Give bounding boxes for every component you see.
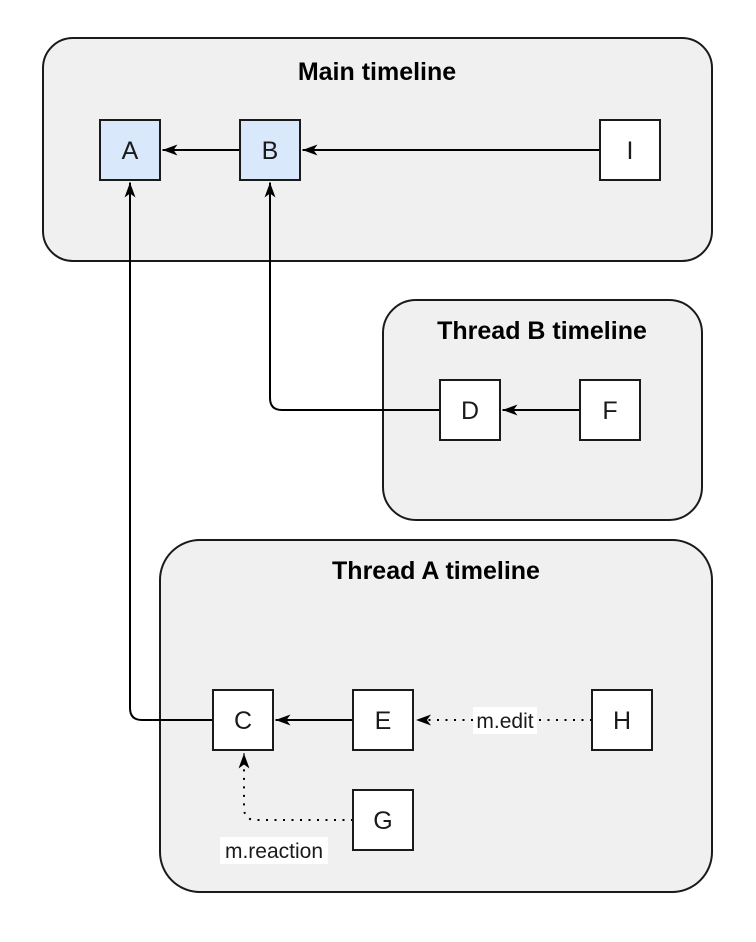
node-A: A: [99, 119, 161, 181]
node-F: F: [579, 379, 641, 441]
node-E-box: [352, 689, 414, 751]
edge-label-m-reaction-text: m.reaction: [225, 840, 323, 863]
container-thread-b-timeline-title: Thread B timeline: [437, 317, 647, 345]
node-E: E: [352, 689, 414, 751]
node-H-label: H: [613, 707, 631, 735]
node-H-box: [591, 689, 653, 751]
container-thread-a-timeline: Thread A timeline: [159, 539, 713, 893]
container-main-timeline-title: Main timeline: [298, 58, 456, 86]
node-F-label: F: [602, 397, 617, 425]
node-F-box: [579, 379, 641, 441]
node-H: H: [591, 689, 653, 751]
edge-label-m-reaction-bg: [220, 837, 328, 864]
node-I: I: [599, 119, 661, 181]
node-G-box: [352, 789, 414, 851]
edge-label-m-edit-text: m.edit: [476, 710, 533, 733]
node-B-label: B: [262, 137, 279, 165]
edge-label-m-reaction: m.reaction: [220, 837, 328, 864]
edge-label-m-edit: m.edit: [473, 707, 537, 734]
container-thread-a-timeline-box: [159, 539, 713, 893]
node-E-label: E: [375, 707, 392, 735]
container-thread-a-timeline-title: Thread A timeline: [332, 557, 540, 585]
node-A-label: A: [122, 137, 139, 165]
node-B-box: [239, 119, 301, 181]
node-G: G: [352, 789, 414, 851]
edge-C-to-A: [124, 182, 213, 721]
node-A-box: [99, 119, 161, 181]
node-I-label: I: [627, 137, 634, 165]
node-C-label: C: [234, 707, 252, 735]
node-D-box: [439, 379, 501, 441]
node-I-box: [599, 119, 661, 181]
edge-D-to-B: [264, 182, 440, 411]
node-D-label: D: [461, 397, 479, 425]
edge-label-m-edit-bg: [473, 707, 537, 734]
node-C-box: [212, 689, 274, 751]
node-C: C: [212, 689, 274, 751]
node-D: D: [439, 379, 501, 441]
node-G-label: G: [373, 807, 392, 835]
node-B: B: [239, 119, 301, 181]
